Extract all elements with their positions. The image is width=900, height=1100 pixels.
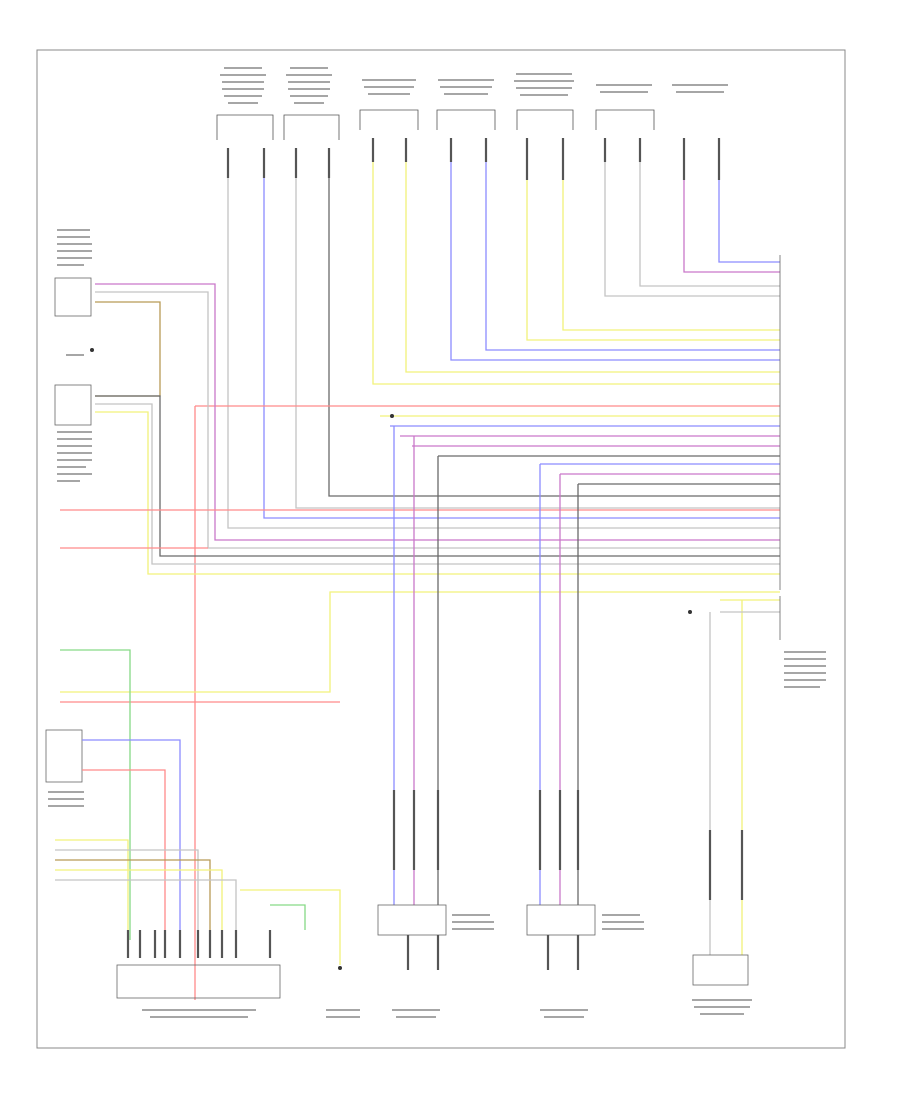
bottom-module-2 [526,904,596,936]
right-component-text [784,651,826,688]
diagram-frame [36,49,846,1049]
left-harness-wires [60,283,780,940]
top-header-text [220,67,728,104]
bottom-modules [377,904,749,986]
bottom-label-text [142,914,752,1018]
bottom-module-wires [393,426,780,955]
bottom-connector-block [116,964,281,999]
right-bus-wires [194,405,780,1000]
splice-markers [90,348,692,970]
top-pin-glyphs [226,138,721,180]
bottom-connector-pins [126,930,272,958]
bottom-module-pins [392,790,744,970]
left-component-lower [45,729,83,783]
left-components [45,277,92,783]
bottom-module-3 [692,954,749,986]
top-vertical-wires [227,150,780,529]
top-connector-brackets [216,109,655,140]
left-component-middle [54,384,92,426]
connector-fan-in [55,739,341,965]
left-component-text [48,229,92,807]
bottom-module-1 [377,904,447,936]
left-component-upper [54,277,92,317]
